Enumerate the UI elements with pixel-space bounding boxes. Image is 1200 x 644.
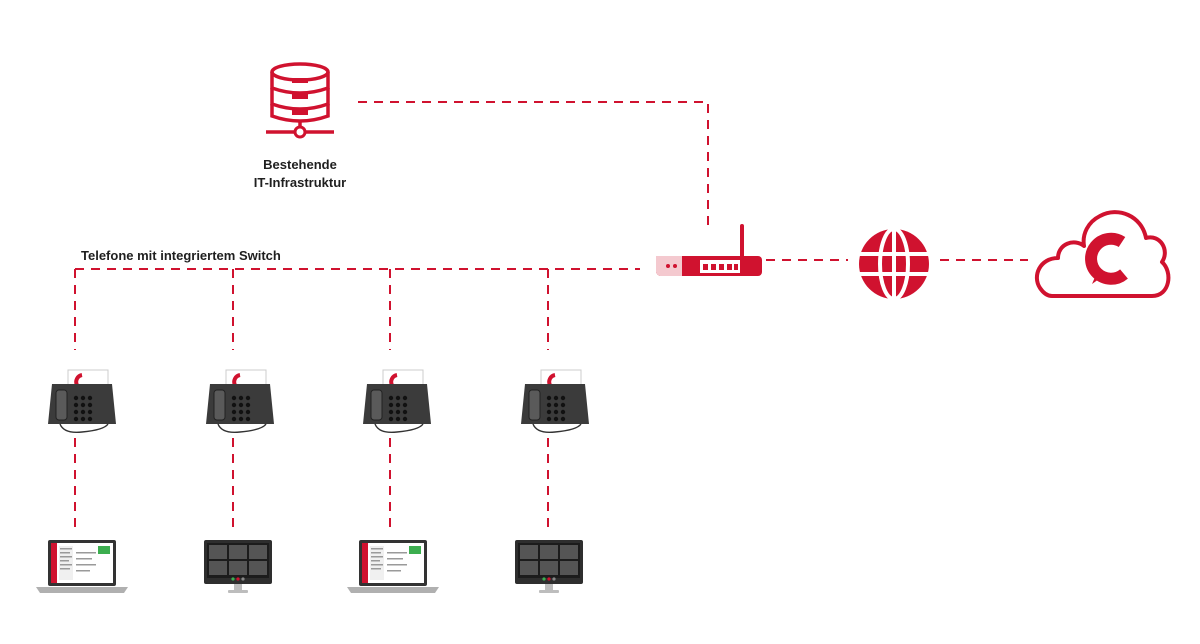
line-server-router — [358, 101, 709, 226]
laptop-1 — [36, 540, 128, 593]
phone-2 — [206, 369, 274, 434]
monitor-video-icon — [515, 540, 583, 593]
router-icon — [656, 224, 762, 276]
monitor-video-icon — [204, 540, 272, 593]
desk-phone-icon — [521, 369, 589, 434]
database-server-icon — [266, 62, 334, 139]
monitor-4 — [515, 540, 583, 593]
server-label: Bestehende IT-Infrastruktur — [200, 156, 400, 192]
phone-4 — [521, 369, 589, 434]
server-label-line1: Bestehende — [263, 157, 337, 172]
laptop-icon — [347, 540, 439, 593]
phone-3 — [363, 369, 431, 434]
desk-phone-icon — [206, 369, 274, 434]
server-label-line2: IT-Infrastruktur — [253, 175, 347, 190]
phone-1 — [48, 369, 116, 434]
cloud-logo-mark — [1085, 232, 1128, 285]
switch-label: Telefone mit integriertem Switch — [81, 248, 281, 263]
monitor-2 — [204, 540, 272, 593]
cloud-logo-icon — [1034, 210, 1171, 298]
laptop-3 — [347, 540, 439, 593]
desk-phone-icon — [48, 369, 116, 434]
laptop-icon — [36, 540, 128, 593]
globe-icon — [859, 227, 929, 301]
desk-phone-icon — [363, 369, 431, 434]
